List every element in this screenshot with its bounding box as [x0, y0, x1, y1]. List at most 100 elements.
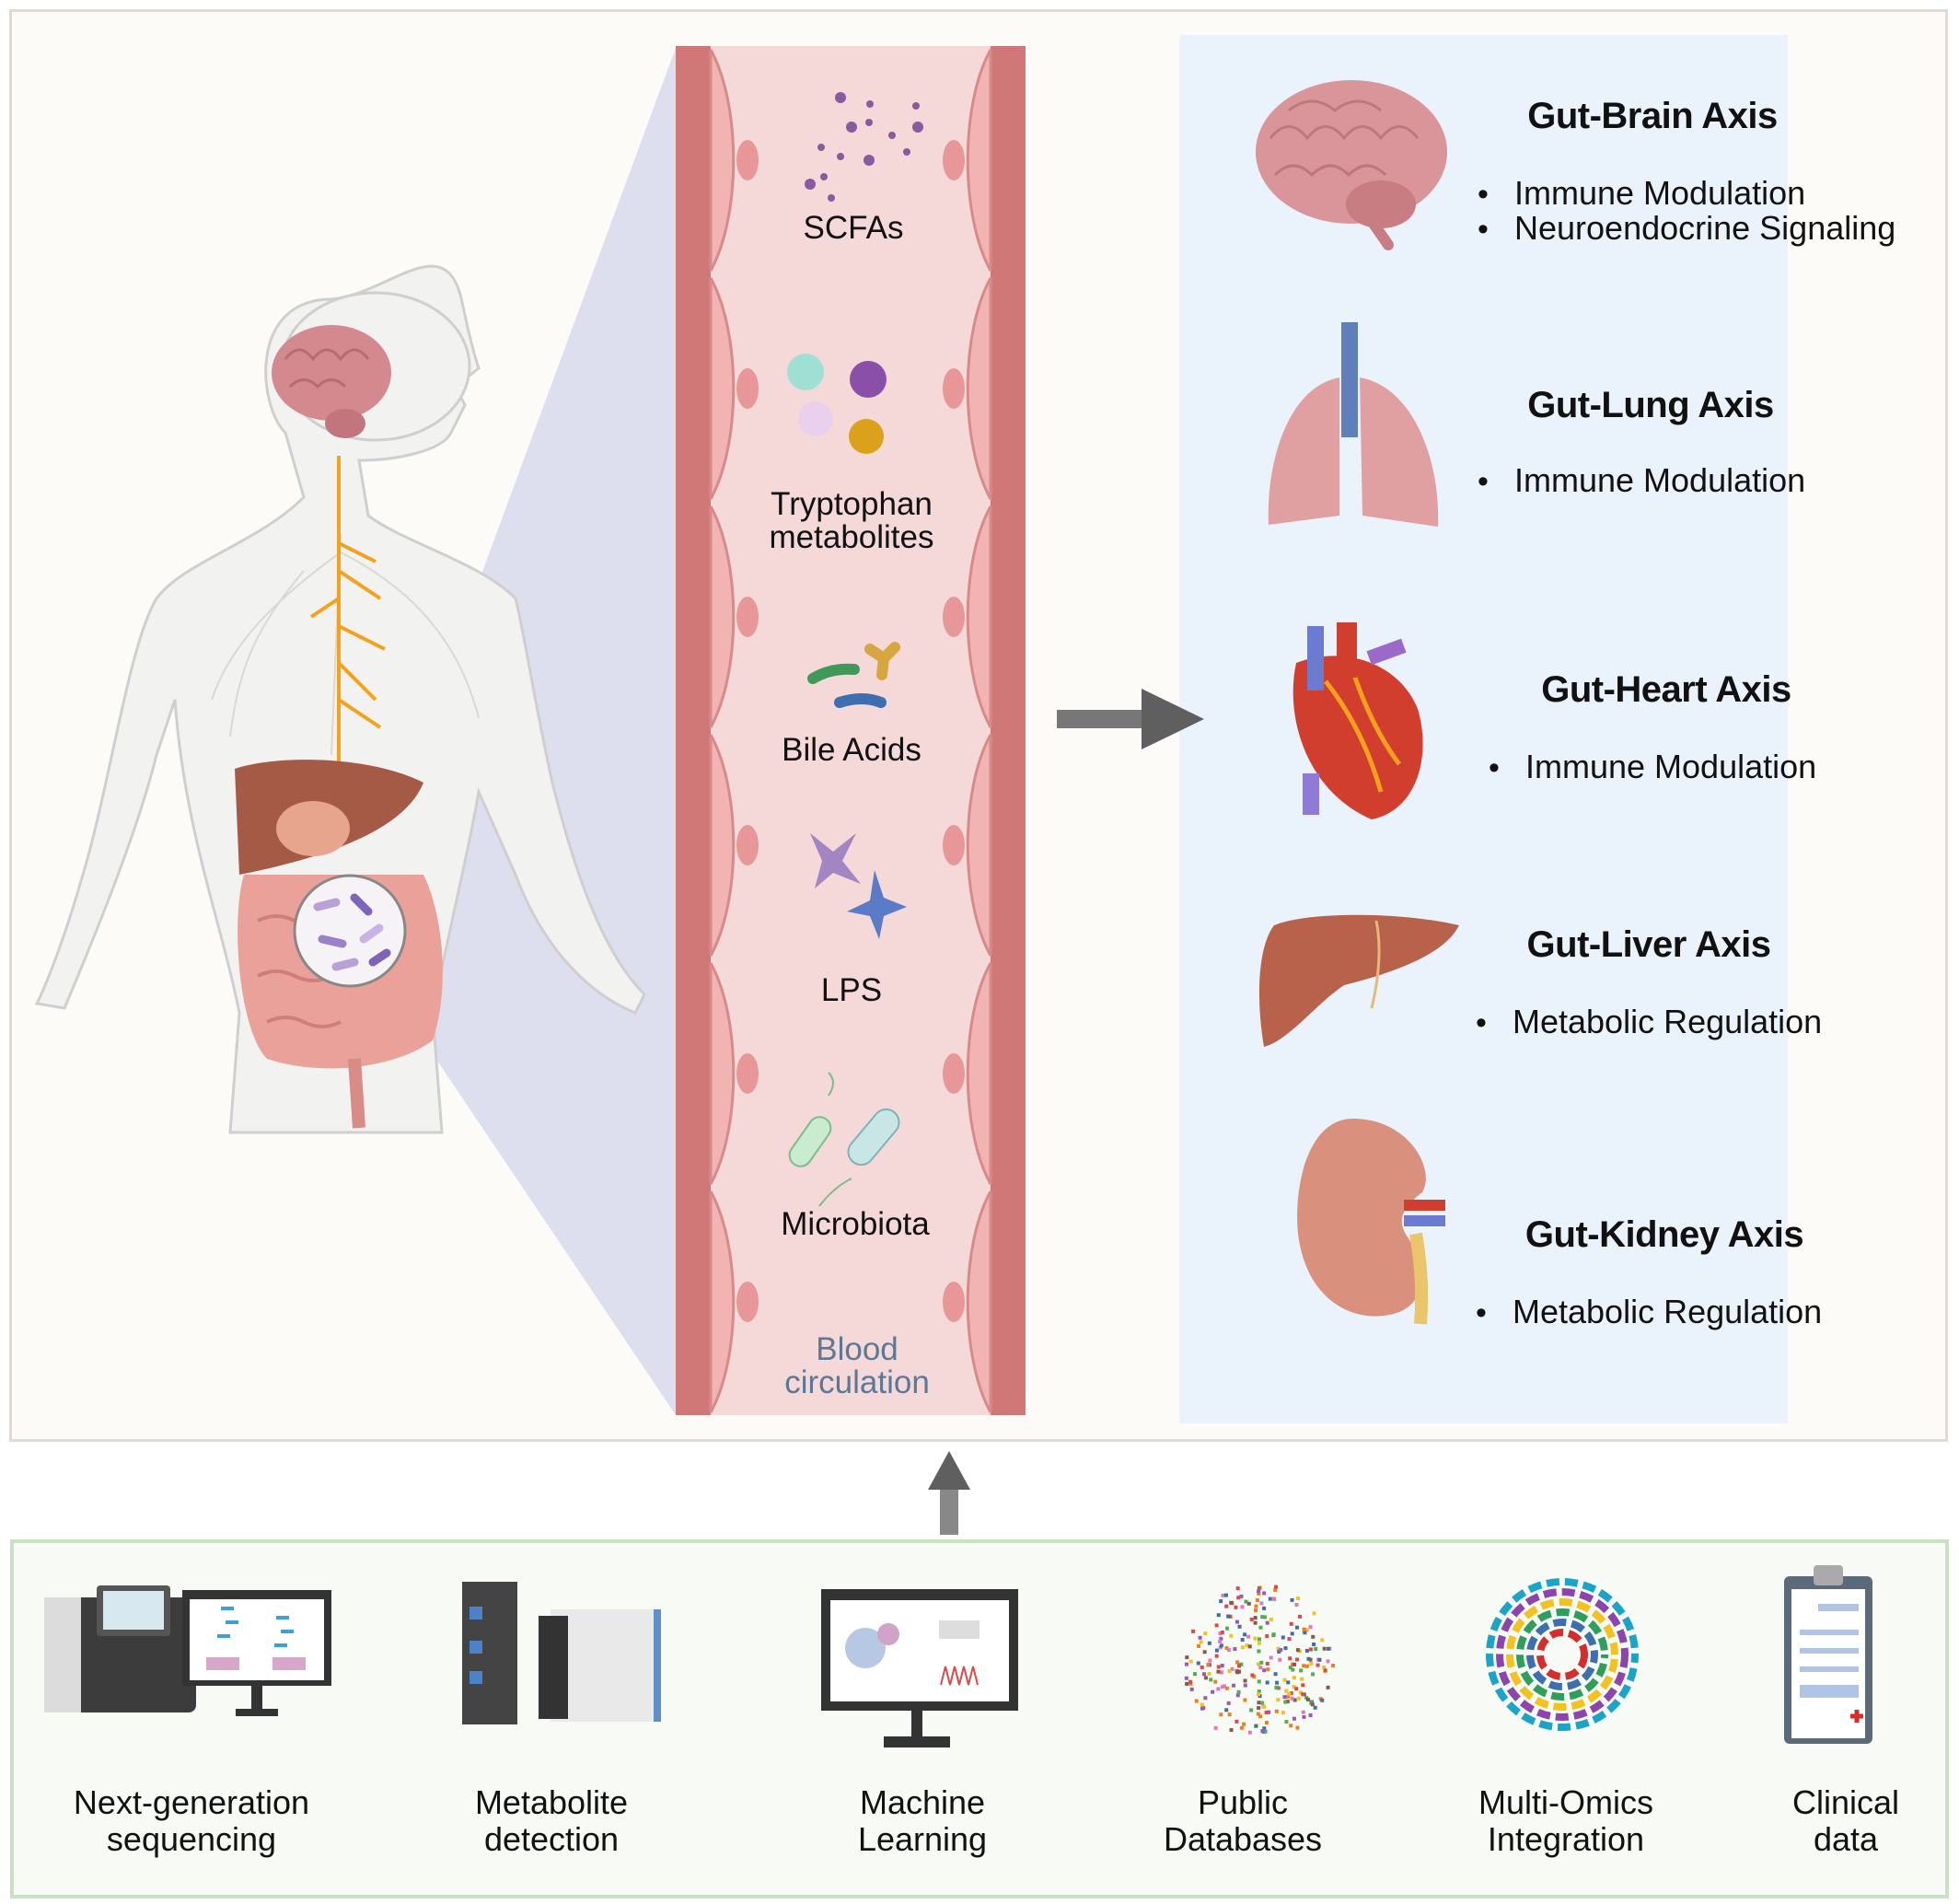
network-node — [1278, 1657, 1282, 1662]
network-node — [1246, 1601, 1251, 1606]
network-node — [1274, 1685, 1279, 1689]
method-line: Databases — [1163, 1820, 1323, 1858]
network-node — [1292, 1716, 1296, 1721]
brain-icon — [1256, 80, 1447, 250]
tryptophan-molecules-icon — [787, 354, 887, 454]
network-node — [1240, 1637, 1245, 1642]
network-node — [1237, 1669, 1242, 1674]
axis-effect: Metabolic Regulation — [1476, 1294, 1822, 1330]
method-line: Public — [1197, 1783, 1289, 1821]
network-node — [1203, 1631, 1208, 1636]
network-node — [1300, 1677, 1304, 1681]
network-node — [1256, 1712, 1260, 1716]
network-node — [1312, 1611, 1316, 1616]
network-node — [1260, 1729, 1265, 1734]
circos-ring — [1506, 1598, 1618, 1711]
network-node — [1268, 1596, 1272, 1601]
network-node — [1191, 1629, 1196, 1633]
network-node — [1200, 1706, 1204, 1711]
network-node — [1304, 1648, 1309, 1653]
network-node — [1243, 1632, 1247, 1637]
network-node — [1224, 1708, 1229, 1712]
network-node — [1308, 1657, 1313, 1662]
network-node — [1296, 1596, 1301, 1601]
network-node — [1260, 1615, 1265, 1620]
network-node — [1209, 1678, 1213, 1682]
network-node — [1213, 1725, 1218, 1730]
network-node — [1265, 1620, 1269, 1625]
network-node — [1262, 1726, 1267, 1731]
network-node — [1194, 1699, 1199, 1703]
network-node — [1197, 1643, 1201, 1648]
network-node — [1236, 1689, 1241, 1694]
network-node — [1320, 1638, 1325, 1643]
network-node — [1301, 1710, 1305, 1714]
circos-icon — [1486, 1578, 1639, 1731]
network-node — [1302, 1627, 1306, 1631]
network-node — [1311, 1634, 1316, 1639]
scfa-molecules-icon — [805, 92, 923, 202]
method-line: Next-generation — [73, 1783, 310, 1821]
scfa-dot — [866, 100, 874, 108]
network-node — [1219, 1643, 1223, 1648]
kidney-icon — [1297, 1119, 1445, 1325]
network-node — [1213, 1679, 1218, 1684]
cell-nucleus — [943, 1053, 965, 1094]
network-node — [1250, 1673, 1255, 1678]
network-node — [1287, 1637, 1292, 1642]
up-arrow-icon — [928, 1451, 970, 1535]
network-node — [1247, 1644, 1252, 1649]
network-node — [1289, 1724, 1293, 1728]
network-node — [1301, 1692, 1305, 1697]
network-node — [1294, 1657, 1299, 1662]
network-node — [1276, 1698, 1281, 1702]
network-node — [1226, 1614, 1231, 1619]
network-node — [1216, 1669, 1221, 1674]
network-node — [1273, 1587, 1278, 1592]
network-node — [1228, 1614, 1233, 1619]
network-node — [1229, 1728, 1234, 1733]
network-node — [1253, 1616, 1258, 1620]
network-node — [1184, 1662, 1188, 1666]
scfa-dot — [835, 92, 846, 103]
network-node — [1235, 1719, 1239, 1724]
method-line: data — [1813, 1820, 1879, 1858]
network-node — [1288, 1666, 1292, 1670]
network-node — [1218, 1645, 1223, 1650]
scfa-dot — [828, 194, 835, 202]
network-node — [1239, 1662, 1244, 1666]
network-node — [1259, 1660, 1264, 1665]
network-icon — [1184, 1585, 1336, 1735]
cell-nucleus — [943, 597, 965, 637]
network-node — [1258, 1714, 1263, 1719]
axis-title-heart: Gut-Heart Axis — [1541, 669, 1791, 710]
network-node — [1232, 1683, 1236, 1688]
network-node — [1199, 1640, 1203, 1644]
network-node — [1259, 1701, 1264, 1705]
cell-nucleus — [943, 368, 965, 409]
network-node — [1295, 1725, 1300, 1730]
network-node — [1285, 1700, 1290, 1704]
endothelial-cell — [966, 505, 992, 728]
network-node — [1306, 1656, 1311, 1661]
axis-effect: Immune Modulation — [1478, 463, 1805, 499]
network-node — [1299, 1668, 1304, 1673]
network-node — [1235, 1660, 1240, 1665]
network-node — [1287, 1691, 1292, 1696]
network-node — [1281, 1635, 1285, 1640]
network-node — [1235, 1693, 1240, 1698]
cell-nucleus — [736, 140, 759, 180]
network-node — [1257, 1591, 1261, 1596]
circos-ring — [1486, 1578, 1639, 1731]
circos-ring — [1536, 1629, 1588, 1680]
network-node — [1273, 1672, 1278, 1677]
network-node — [1185, 1681, 1189, 1686]
network-node — [1211, 1689, 1215, 1694]
axis-title-lung: Gut-Lung Axis — [1527, 385, 1774, 425]
endothelial-cell — [966, 962, 992, 1185]
network-node — [1229, 1633, 1234, 1638]
network-node — [1214, 1654, 1219, 1658]
network-node — [1265, 1633, 1269, 1638]
network-node — [1255, 1598, 1259, 1603]
